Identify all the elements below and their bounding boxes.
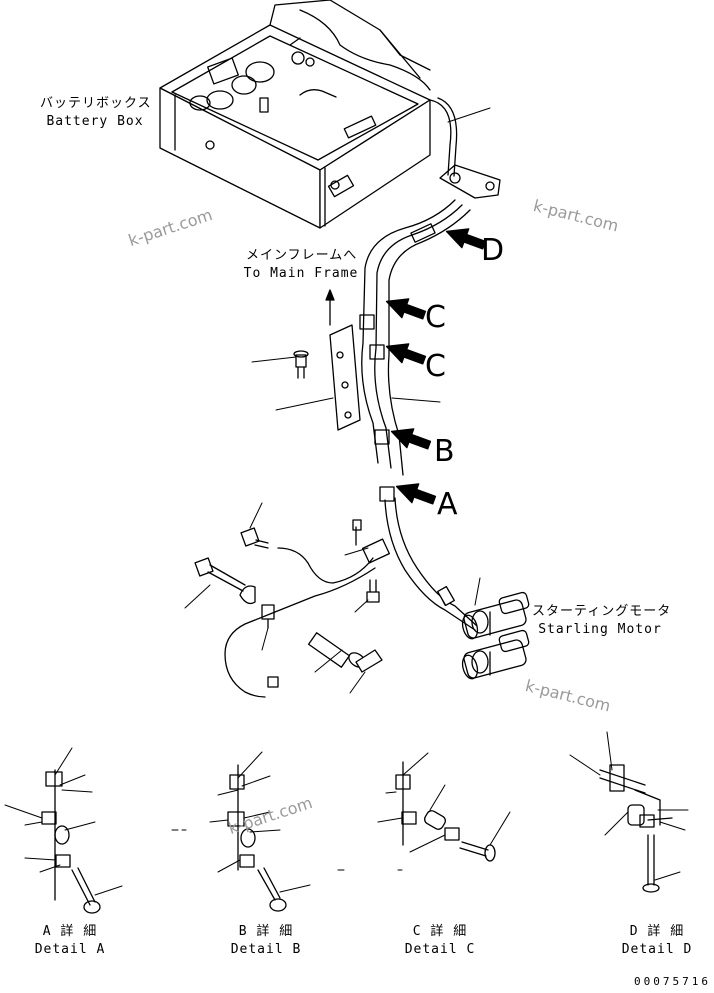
view-arrow-letter-a: A (437, 487, 458, 522)
main-frame-label-en: To Main Frame (243, 266, 359, 281)
starting-motor-label-jp: スターティングモータ (532, 604, 672, 619)
detail-c-label-en: Detail C (404, 942, 476, 957)
main-frame-label-jp: メインフレームへ (246, 248, 358, 263)
leader-lines (184, 107, 491, 694)
detail-b-label-jp: B 詳 細 (238, 924, 294, 939)
bracket-plate (293, 289, 361, 431)
detail-c-drawing (377, 752, 511, 862)
view-arrow-letter-c1: C (425, 300, 446, 335)
view-arrow-letter-b: B (434, 434, 455, 469)
ground-cable-parts (194, 519, 391, 698)
drawing-number: 00075716 (634, 975, 711, 988)
detail-b-drawing (209, 751, 311, 912)
view-arrows (385, 228, 487, 505)
view-arrow-letter-c2: C (425, 349, 446, 384)
battery-box-drawing (159, 0, 501, 229)
detail-d-label-en: Detail D (621, 942, 693, 957)
detail-b-label-en: Detail B (230, 942, 302, 957)
battery-box-label-jp: バッテリボックス (40, 96, 152, 111)
detail-c-label-jp: C 詳 細 (412, 924, 468, 939)
starting-motors (461, 591, 530, 680)
detail-a-label-en: Detail A (34, 942, 106, 957)
starting-motor-label-en: Starling Motor (538, 622, 662, 637)
cable-harness (359, 97, 478, 631)
detail-a-drawing (4, 747, 123, 914)
view-arrow-letter-d: D (481, 233, 505, 268)
detail-d-drawing (569, 731, 689, 893)
detail-a-label-jp: A 詳 細 (42, 924, 98, 939)
detail-d-label-jp: D 詳 細 (629, 924, 685, 939)
battery-box-label-en: Battery Box (46, 114, 144, 129)
